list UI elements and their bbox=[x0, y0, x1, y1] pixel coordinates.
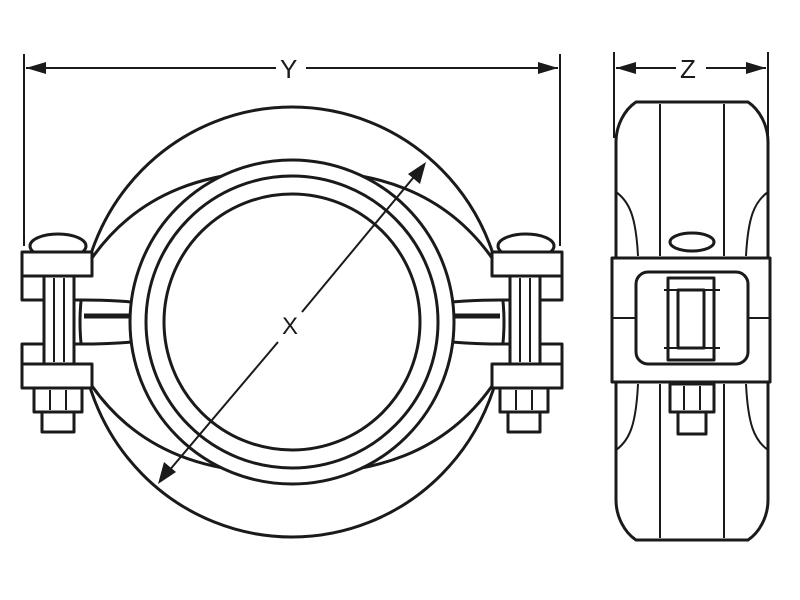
side-bolt-tip bbox=[676, 410, 708, 436]
label-x: X bbox=[282, 313, 298, 340]
side-nut bbox=[668, 382, 716, 414]
right-nut bbox=[498, 386, 550, 414]
dimension-y: Y bbox=[23, 54, 561, 246]
label-z: Z bbox=[680, 54, 696, 84]
left-nut bbox=[32, 386, 84, 414]
left-bolt-shank bbox=[42, 274, 76, 366]
right-bolt-shank bbox=[508, 274, 542, 366]
pipe-bore bbox=[162, 192, 422, 452]
right-bolt-tip bbox=[506, 410, 542, 434]
right-bolt-pad bbox=[490, 250, 564, 278]
dimension-z: Z bbox=[613, 52, 769, 140]
right-lower-pad bbox=[490, 362, 564, 390]
label-y: Y bbox=[280, 54, 297, 84]
front-view: X Y bbox=[20, 54, 564, 539]
dimension-x: X bbox=[158, 162, 426, 484]
side-upper-bolt-head bbox=[668, 231, 716, 253]
side-bolt-core bbox=[676, 288, 706, 350]
side-view: Z bbox=[610, 52, 772, 542]
left-lower-pad bbox=[20, 362, 94, 390]
side-lower-body bbox=[614, 380, 770, 542]
left-bolt-pad bbox=[20, 250, 94, 278]
left-bolt-tip bbox=[40, 410, 76, 434]
